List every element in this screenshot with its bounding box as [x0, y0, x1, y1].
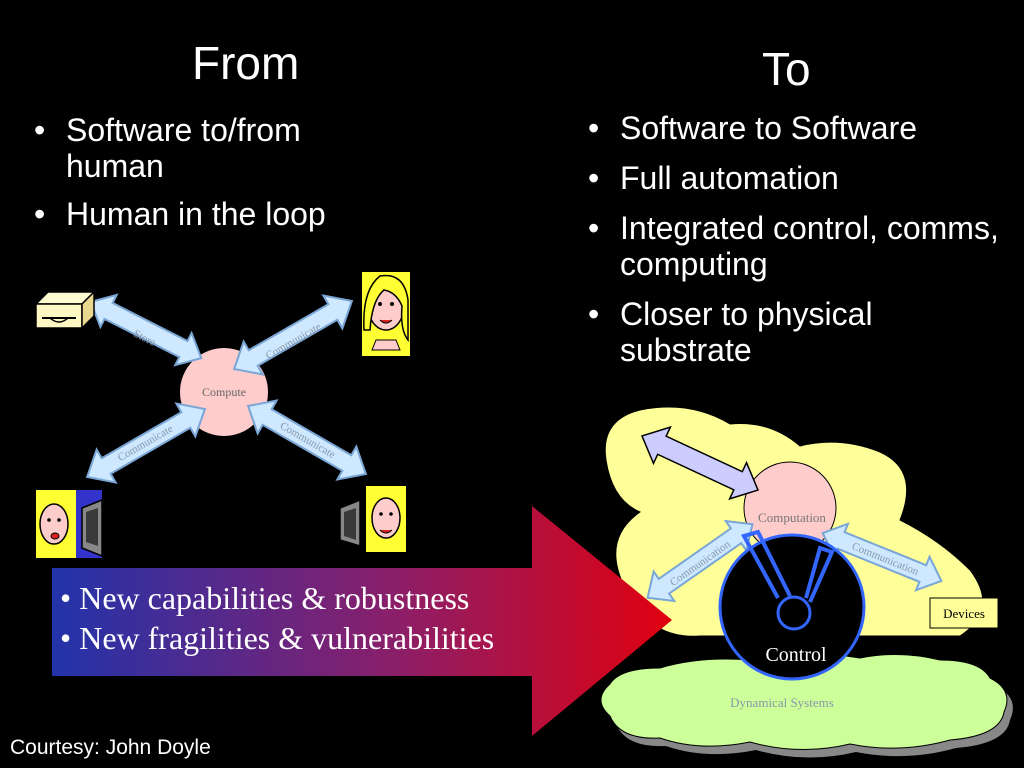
communicate-label: Communicate	[116, 423, 176, 464]
to-bullet: Closer to physical substrate	[580, 296, 1010, 368]
to-bullet: Full automation	[580, 160, 1010, 196]
to-bullet: Software to Software	[580, 110, 1010, 146]
to-title: To	[762, 43, 811, 95]
arrow-line: • New capabilities & robustness	[60, 580, 470, 616]
communicate-arrow	[232, 294, 354, 376]
communicate-label: Communicate	[278, 420, 338, 461]
to-bullet-list: Software to Software Full automation Int…	[580, 110, 1010, 380]
courtesy-credit: Courtesy: John Doyle	[10, 736, 211, 759]
dynamical-systems-label: Dynamical Systems	[730, 695, 834, 710]
devices-box	[929, 597, 999, 629]
link-arrow	[640, 425, 760, 501]
computation-label: Computation	[758, 510, 826, 525]
woman-face-icon	[362, 272, 410, 356]
devices-label: Devices	[943, 606, 985, 621]
big-transition-arrow	[52, 506, 672, 736]
from-bullet-list: Software to/from human Human in the loop	[26, 112, 406, 244]
communicate-arrow	[246, 399, 368, 481]
from-bullet: Software to/from human	[26, 112, 406, 184]
control-label: Control	[765, 644, 827, 666]
disk-drive-icon	[34, 290, 96, 330]
control-feedback-lines	[741, 529, 835, 603]
woman-computer-icon	[339, 486, 406, 552]
communicate-arrow	[85, 402, 207, 484]
from-bullet: Human in the loop	[26, 196, 406, 232]
arrow-line: • New fragilities & vulnerabilities	[60, 620, 495, 656]
control-node	[718, 533, 866, 681]
woman-computer-icon	[36, 490, 103, 558]
compute-label: Compute	[202, 385, 246, 399]
store-arrow	[89, 293, 203, 367]
control-loop-icon	[776, 595, 812, 631]
to-bullet: Integrated control, comms, computing	[580, 210, 1010, 282]
arrow-text-block: • New capabilities & robustness • New fr…	[60, 578, 494, 658]
from-title: From	[192, 37, 300, 89]
communication-arrow	[646, 519, 754, 603]
